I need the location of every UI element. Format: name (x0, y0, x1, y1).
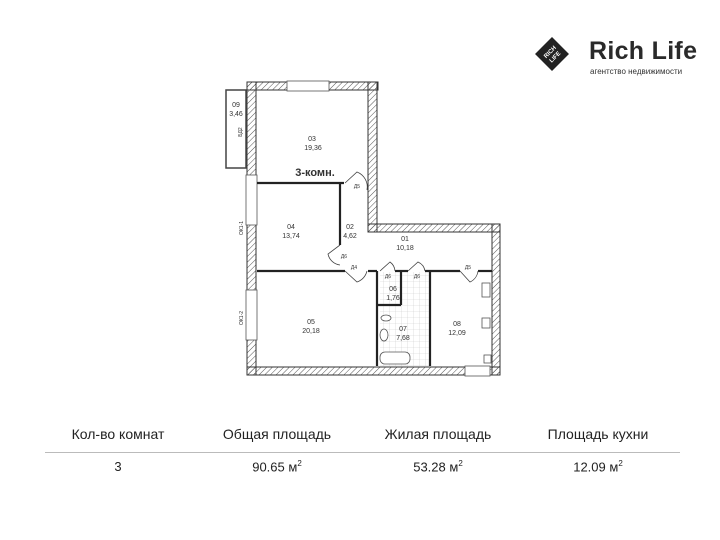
floor-plan: 3-комн. 01 10,18 02 4,62 03 19,36 04 13,… (225, 80, 501, 377)
balcony (225, 89, 247, 169)
door-label: Д5 (465, 265, 471, 271)
brand-logo: RICH LIFE Rich Life агентство недвижимос… (534, 36, 697, 76)
interior-walls (257, 181, 492, 366)
room-06-area: 1,76 (386, 295, 400, 302)
unit-superscript: 2 (618, 459, 623, 468)
unit-superscript: 2 (458, 459, 463, 468)
value-text: 3 (114, 459, 122, 474)
room-01-id: 01 (401, 236, 409, 243)
header-total-area: Общая площадь (222, 426, 332, 442)
room-08-area: 12,09 (448, 330, 466, 337)
window-label: ОК1-2 (239, 311, 245, 325)
room-02-area: 4,62 (343, 233, 357, 240)
room-08-id: 08 (453, 321, 461, 328)
header-kitchen-area: Площадь кухни (547, 426, 649, 442)
door-label: Д6 (385, 274, 391, 280)
value-living-area: 53.28 м2 (348, 459, 528, 474)
room-02-id: 02 (346, 224, 354, 231)
room-09-area: 3,46 (229, 111, 243, 118)
room-05-id: 05 (307, 319, 315, 326)
windows (245, 80, 491, 377)
door-labels: Д5 Д4 Д6 Д6 Д5 Д6 БД2 ОК1-1 ОК1-2 (238, 127, 471, 325)
apartment-type-label: 3-комн. (295, 167, 335, 179)
room-06-id: 06 (389, 286, 397, 293)
value-kitchen-area: 12.09 м2 (508, 459, 688, 474)
door-label: Д4 (351, 265, 357, 271)
room-03-id: 03 (308, 136, 316, 143)
fixtures (379, 282, 492, 365)
room-labels: 01 10,18 02 4,62 03 19,36 04 13,74 05 20… (229, 102, 466, 342)
value-text: 53.28 м (413, 459, 459, 475)
value-total-area: 90.65 м2 (187, 459, 367, 474)
door-label: БД2 (238, 127, 244, 137)
door-label: Д5 (354, 184, 360, 190)
door-label: Д6 (414, 274, 420, 280)
room-07-area: 7,68 (396, 335, 410, 342)
unit-superscript: 2 (297, 459, 302, 468)
room-07-id: 07 (399, 326, 407, 333)
value-text: 12.09 м (573, 459, 619, 475)
header-living-area: Жилая площадь (384, 426, 492, 442)
table-divider (45, 452, 680, 453)
door-swings (327, 171, 479, 283)
room-04-area: 13,74 (282, 233, 300, 240)
room-04-id: 04 (287, 224, 295, 231)
room-05-area: 20,18 (302, 328, 320, 335)
door-label: Д6 (341, 254, 347, 260)
brand-name: Rich Life (589, 37, 698, 65)
room-03-area: 19,36 (304, 145, 322, 152)
value-text: 90.65 м (252, 459, 298, 475)
room-09-id: 09 (232, 102, 240, 109)
room-01-area: 10,18 (396, 245, 414, 252)
window-label: ОК1-1 (239, 221, 245, 235)
logo-mark-icon: RICH LIFE (534, 36, 569, 71)
value-rooms-count: 3 (28, 459, 208, 474)
header-rooms-count: Кол-во комнат (71, 426, 165, 442)
brand-tagline: агентство недвижимости (590, 67, 683, 76)
